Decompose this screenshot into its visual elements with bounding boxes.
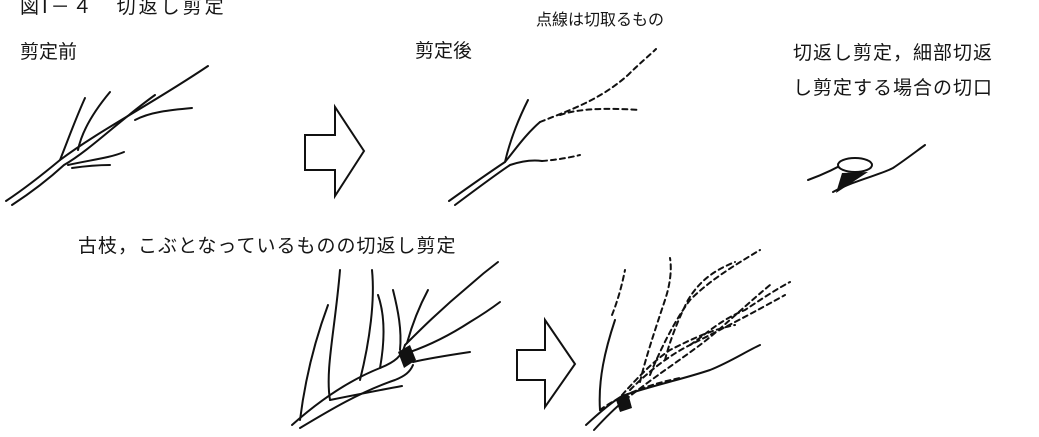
cut-surface-detail [807,144,926,193]
label-cut-surface-line1: 切返し剪定，細部切返 [793,42,994,64]
label-old-branch-pruning: 古枝，こぶとなっているものの切返し剪定 [78,235,457,257]
old-branch-before [291,261,501,429]
branch-after-pruning [448,48,657,206]
arrow-right-1 [304,103,366,200]
label-after-pruning: 剪定後 [415,40,473,62]
old-branch-after [585,249,791,431]
branch-before-pruning [5,65,209,206]
label-dotted-line-note: 点線は切取るもの [536,10,665,29]
label-cut-surface-line2: し剪定する場合の切口 [793,77,994,99]
figure-title: 図Ⅰ－４ 切返し剪定 [20,0,227,18]
label-before-pruning: 剪定前 [20,41,78,63]
arrow-right-2 [516,316,577,411]
